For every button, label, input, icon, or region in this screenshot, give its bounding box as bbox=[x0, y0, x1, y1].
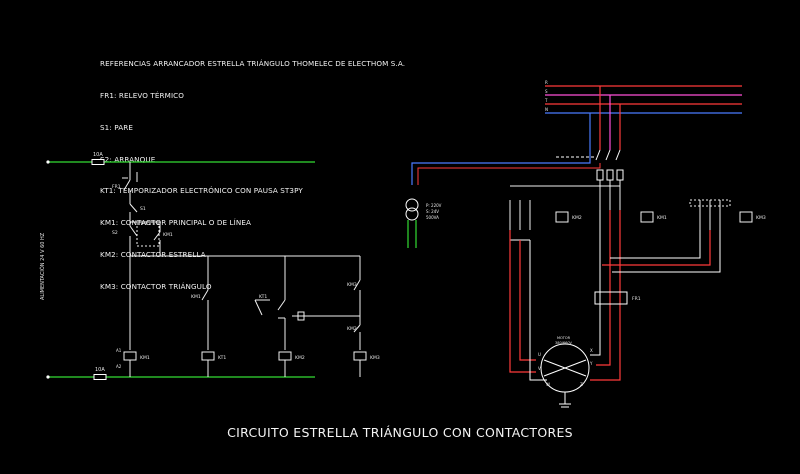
coil-km3-label: KM3 bbox=[370, 355, 380, 361]
fuse-top bbox=[91, 159, 105, 165]
coil-km2 bbox=[278, 351, 292, 361]
reference-km2: KM2: CONTACTOR ESTRELLA bbox=[100, 249, 206, 259]
supply-label: ALIMENTACIÓN 24 V 60 HZ bbox=[39, 232, 46, 300]
km1-power-label: KM1 bbox=[657, 215, 667, 221]
transformer-secondary bbox=[405, 207, 419, 221]
coil-kt1-label: KT1 bbox=[218, 355, 226, 361]
coil-km3 bbox=[353, 351, 367, 361]
terminal-w: W bbox=[546, 382, 550, 387]
reference-km1: KM1: CONTACTOR PRINCIPAL O DE LÍNEA bbox=[100, 218, 252, 228]
references-block: REFERENCIAS ARRANCADOR ESTRELLA TRIÁNGUL… bbox=[100, 38, 405, 303]
terminal-u: U bbox=[538, 352, 541, 357]
km2-coil-power bbox=[555, 211, 569, 223]
fr1-control-label: FR1 bbox=[112, 184, 121, 190]
reference-km3: KM3: CONTACTOR TRIÁNGULO bbox=[100, 281, 212, 291]
km3-contact-label: KM3 bbox=[347, 282, 357, 288]
transformer-line-1: P: 220V bbox=[426, 203, 442, 208]
phase-n-label: N bbox=[545, 107, 548, 112]
power-circuit: R S T N P: 220V S: 24V 500VA bbox=[405, 80, 766, 408]
fuse-bottom bbox=[93, 374, 107, 380]
motor-label-1: MOTOR bbox=[557, 336, 571, 340]
reference-kt1: KT1: TEMPORIZADOR ELECTRÓNICO CON PAUSA … bbox=[100, 186, 303, 196]
fuse-bottom-label: 10A bbox=[95, 367, 105, 373]
s2-label: S2 bbox=[112, 230, 118, 236]
transformer-primary bbox=[405, 198, 419, 212]
control-circuit: ALIMENTACIÓN 24 V 60 HZ 10A 10A FR1 S1 S… bbox=[39, 152, 380, 380]
km1-hold-label: KM1 bbox=[163, 232, 173, 238]
coil-a2-label: A2 bbox=[116, 364, 122, 369]
coil-km1 bbox=[123, 351, 137, 361]
kt1-contact-label: KT1 bbox=[259, 294, 267, 300]
km2-contact-label: KM2 bbox=[347, 326, 357, 332]
fr1-power-box bbox=[594, 291, 628, 305]
terminal-v: V bbox=[538, 366, 541, 371]
reference-fr1: FR1: RELEVO TÉRMICO bbox=[100, 90, 185, 100]
coil-a1-label: A1 bbox=[116, 348, 122, 353]
phase-t-label: T bbox=[544, 98, 548, 103]
coil-km1-label: KM1 bbox=[140, 355, 150, 361]
phase-s-label: S bbox=[545, 89, 548, 94]
s1-label: S1 bbox=[140, 206, 146, 212]
terminal-z: Z bbox=[580, 382, 583, 387]
terminal-y: Y bbox=[589, 361, 593, 366]
km3-power-label: KM3 bbox=[756, 215, 766, 221]
terminal-x: X bbox=[590, 348, 593, 353]
km2-power-label: KM2 bbox=[572, 215, 582, 221]
motor-label-2: 380/660V bbox=[555, 341, 573, 345]
references-heading: REFERENCIAS ARRANCADOR ESTRELLA TRIÁNGUL… bbox=[100, 59, 406, 69]
diagram-title: CIRCUITO ESTRELLA TRIÁNGULO CON CONTACTO… bbox=[227, 425, 573, 440]
km1-contact-label: KM1 bbox=[191, 294, 201, 300]
reference-s1: S1: PARE bbox=[100, 122, 133, 132]
reference-s2: S2: ARRANQUE bbox=[100, 154, 156, 164]
km3-coil-power bbox=[739, 211, 753, 223]
coil-kt1 bbox=[201, 351, 215, 361]
fr1-power-label: FR1 bbox=[632, 296, 641, 302]
phase-r-label: R bbox=[545, 80, 548, 85]
transformer-line-2: S: 24V bbox=[426, 209, 439, 214]
transformer-line-3: 500VA bbox=[426, 215, 439, 220]
km1-coil-power bbox=[640, 211, 654, 223]
fuse-top-label: 10A bbox=[93, 152, 103, 158]
coil-km2-label: KM2 bbox=[295, 355, 305, 361]
